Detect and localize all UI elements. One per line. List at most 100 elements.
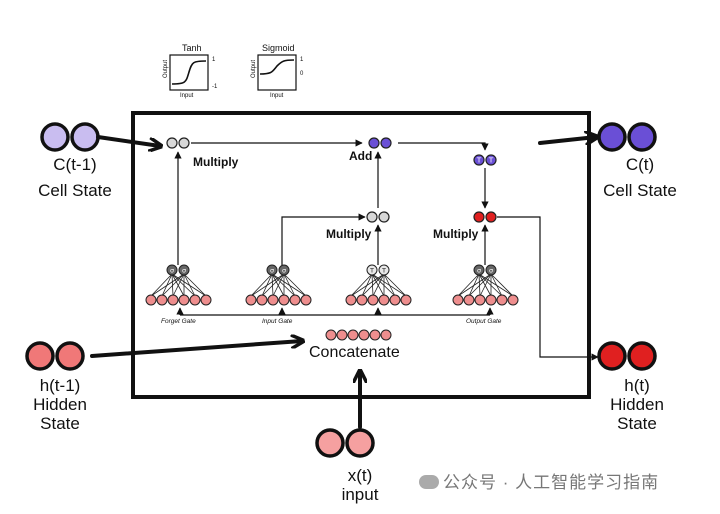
candidate-gate-edge-2-0 — [371, 273, 374, 297]
forget-gate-edge-5-1 — [183, 273, 207, 297]
tanh-ylabel: Output — [163, 59, 170, 79]
hidden-out-sublabel-1: Hidden — [610, 395, 664, 414]
multiply-input-label: Multiply — [326, 227, 372, 241]
output-gate-edge-5-1 — [490, 273, 514, 297]
tanh-top-tick: 1 — [212, 57, 216, 63]
cell-out-arrow — [538, 137, 596, 143]
forget-gate-neuron-2 — [167, 294, 179, 306]
output-multiply-node-1 — [485, 211, 497, 223]
cell-prev-sublabel: Cell State — [38, 181, 112, 200]
candidate-gate-act-symbol-0: T — [369, 267, 374, 275]
candidate-gate-edge-5-1 — [383, 273, 407, 297]
forget-gate-edge-0-0 — [150, 273, 173, 297]
cell-tanh-node-symbol-0: T — [476, 157, 482, 165]
input-multiply-node-1 — [378, 211, 390, 223]
input-sigma-to-multiply-line — [281, 213, 366, 265]
sigmoid-ylabel: Output — [251, 59, 258, 79]
x-input-label: x(t) — [347, 466, 373, 485]
hidden-out-sublabel-2: State — [617, 414, 657, 433]
input-gate-edge-2-1 — [272, 273, 285, 297]
forget-gate-act-0 — [166, 264, 178, 276]
forget-gate-neuron-0 — [145, 294, 157, 306]
output-gate-neuron-2 — [474, 294, 486, 306]
cell-tanh-node-0 — [473, 154, 485, 166]
input-gate-edge-5-1 — [283, 273, 307, 297]
forget-gate-act-symbol-1: σ — [182, 267, 186, 275]
input-gate-edge-2-0 — [271, 273, 274, 297]
sigmoid-top-tick: 1 — [300, 57, 304, 63]
watermark: 公众号 · 人工智能学习指南 — [419, 474, 659, 491]
x-input-circle-1 — [345, 428, 375, 458]
watermark-text: 公众号 · 人工智能学习指南 — [443, 473, 660, 492]
hidden-prev-label: h(t-1) — [39, 376, 81, 395]
candidate-gate-act-0 — [366, 264, 378, 276]
concat-neuron-1 — [336, 329, 348, 341]
output-gate-neuron-5 — [507, 294, 519, 306]
concat-neuron-3 — [358, 329, 370, 341]
input-gate-label: Input Gate — [262, 318, 293, 325]
output-gate-neuron-0 — [452, 294, 464, 306]
add-node-0 — [368, 137, 380, 149]
output-gate-edge-0-1 — [457, 273, 492, 297]
candidate-gate-edge-1-1 — [361, 273, 385, 297]
sigmoid-title: Sigmoid — [262, 43, 295, 53]
internal-connections — [174, 139, 599, 361]
cell-out-circle-1 — [627, 122, 657, 152]
input-gate-edge-0-0 — [250, 273, 273, 297]
tanh-curve — [171, 60, 207, 85]
input-gate-neuron-2 — [267, 294, 279, 306]
candidate-gate-neuron-5 — [400, 294, 412, 306]
hidden-prev-circle-0 — [25, 341, 55, 371]
candidate-gate-edge-2-1 — [372, 273, 385, 297]
input-gate-edge-0-1 — [250, 273, 285, 297]
candidate-gate-neuron-1 — [356, 294, 368, 306]
tanh-xlabel: Input — [180, 93, 194, 99]
cell-tanh-node-symbol-1: T — [488, 157, 494, 165]
hidden-prev-circle-1 — [55, 341, 85, 371]
forget-gate-edge-1-1 — [161, 273, 185, 297]
cell-out-circle-0 — [597, 122, 627, 152]
tanh-title: Tanh — [182, 43, 202, 53]
cell-prev-circle-1 — [70, 122, 100, 152]
forget-gate-edge-3-0 — [171, 273, 185, 297]
input-gate-edge-1-0 — [261, 273, 273, 297]
candidate-gate-edge-4-0 — [371, 273, 396, 297]
output-gate-neuron-4 — [496, 294, 508, 306]
forget-gate-neuron-1 — [156, 294, 168, 306]
forget-gate-edge-2-0 — [171, 273, 174, 297]
forget-gate-edge-1-0 — [161, 273, 173, 297]
forget-gate-neuron-4 — [189, 294, 201, 306]
output-gate-neuron-3 — [485, 294, 497, 306]
hidden-out-label: h(t) — [624, 376, 650, 395]
candidate-gate-edge-0-0 — [350, 273, 373, 297]
forget-gate-neuron-3 — [178, 294, 190, 306]
input-gate-act-symbol-1: σ — [282, 267, 286, 275]
concat-neuron-5 — [380, 329, 392, 341]
hidden-prev-sublabel-2: State — [40, 414, 80, 433]
output-gate-edge-2-0 — [478, 273, 481, 297]
output-gate-edge-3-0 — [478, 273, 492, 297]
cell-prev-circle-0 — [40, 122, 70, 152]
x-input-circle-0 — [315, 428, 345, 458]
tanh-plot — [169, 54, 209, 91]
forget-gate-edge-2-1 — [172, 273, 185, 297]
add-node-1 — [380, 137, 392, 149]
sigmoid-curve — [259, 59, 295, 75]
forget-gate-act-1 — [178, 264, 190, 276]
forget-gate-label: Forget Gate — [161, 318, 196, 325]
output-gate-edge-1-1 — [468, 273, 492, 297]
input-gate-neuron-3 — [278, 294, 290, 306]
cell-prev-arrow — [96, 135, 160, 146]
concat-neuron-0 — [325, 329, 337, 341]
hidden-prev-sublabel-1: Hidden — [33, 395, 87, 414]
output-gate-label: Output Gate — [466, 318, 502, 325]
sigmoid-plot — [257, 54, 297, 91]
candidate-gate-edge-5-0 — [371, 273, 407, 297]
output-gate-act-0 — [473, 264, 485, 276]
output-gate-edge-4-0 — [478, 273, 503, 297]
input-gate-act-symbol-0: σ — [270, 267, 274, 275]
